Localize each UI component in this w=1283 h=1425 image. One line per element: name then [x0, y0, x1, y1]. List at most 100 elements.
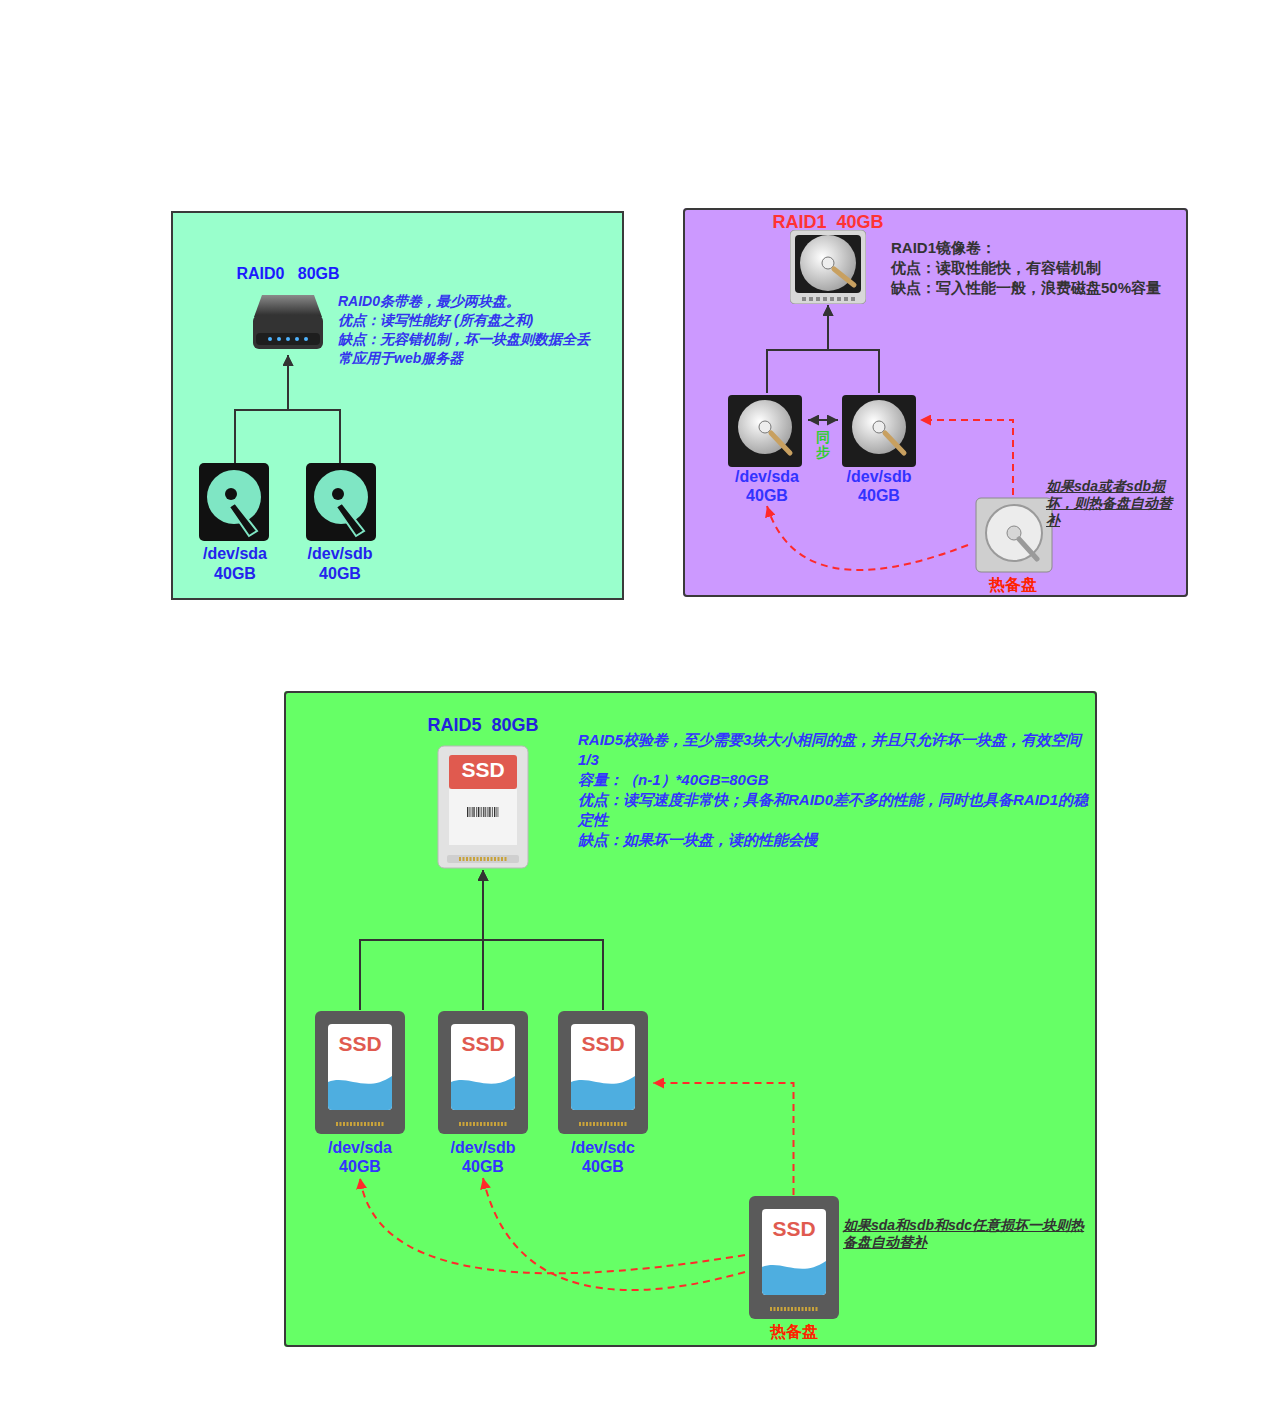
disk-icon [252, 293, 324, 353]
text-group: RAID1镜像卷： [891, 238, 1183, 258]
raid-volume: RAID1 40GB [764, 211, 892, 305]
hot-spare-arrow [483, 1178, 745, 1290]
panel-description: 优点：读写速度非常快；具备和RAID0差不多的性能，同时也具备RAID1的稳定性 [578, 790, 1093, 830]
connector-arrow [828, 305, 879, 393]
panel-description: 缺点：无容错机制，坏一块盘则数据全丢 [338, 330, 623, 349]
raid1-ground [683, 208, 1188, 597]
node-label: /dev/sda 40GB [726, 467, 808, 505]
disk-node: /dev/sdb 40GB [300, 463, 380, 585]
text-group: SSD [571, 1031, 635, 1057]
panel-description: 缺点：如果坏一块盘，读的性能会慢 [578, 830, 1093, 850]
hot-spare-arrow [920, 420, 1013, 495]
text-group: 优点：读取性能快，有容错机制 [891, 258, 1183, 278]
node-label: /dev/sdb 40GB [838, 467, 920, 505]
hot-spare-arrow [767, 506, 968, 570]
panel-description: RAID0条带卷，最少两块盘。 [338, 292, 623, 311]
disk-icon [314, 1010, 406, 1135]
disk-icon [748, 1195, 840, 1320]
disk-icon [842, 395, 916, 467]
disk-icon [557, 1010, 649, 1135]
text-group: RAID5 80GB [418, 714, 548, 736]
text-group: SSD [449, 757, 517, 783]
panel-description: 优点：读写性能好 (所有盘之和) [338, 311, 623, 330]
node-label: RAID1 40GB [764, 212, 892, 232]
disk-icon [790, 230, 866, 304]
callout-note: 如果sda和sdb和sdc任意损坏一块则热备盘自动替补 [843, 1217, 1095, 1251]
text-group: SSD [762, 1216, 826, 1242]
text-group: SSD [451, 1031, 515, 1057]
node-label: SSD [571, 1031, 635, 1057]
node-label: RAID5 80GB [418, 714, 548, 736]
disk-node: /dev/sda 40GB [726, 393, 808, 506]
hot-spare-node: SSD 热备盘 [745, 1195, 842, 1345]
text-group: /dev/sdb 40GB [433, 1138, 533, 1176]
raid0-ground [171, 211, 624, 600]
raid-volume: RAID0 80GB [232, 262, 344, 355]
raid-panel: RAID0条带卷，最少两块盘。优点：读写性能好 (所有盘之和)缺点：无容错机制，… [171, 211, 624, 600]
text-group: RAID1 40GB [764, 212, 892, 232]
disk-icon [437, 1010, 529, 1135]
disk-node: /dev/sdb 40GB [838, 393, 920, 506]
raid5-ground [284, 691, 1097, 1347]
hot-spare-node: 热备盘 [968, 495, 1058, 596]
text-group: SSD [328, 1031, 392, 1057]
node-label: /dev/sdb 40GB [300, 544, 380, 584]
ssd-node: SSD/dev/sdb 40GB [433, 1010, 533, 1178]
text-group: /dev/sda 40GB [310, 1138, 410, 1176]
node-label: 热备盘 [968, 575, 1058, 595]
text-group: RAID5校验卷，至少需要3块大小相同的盘，并且只允许坏一块盘，有效空间1/3容… [578, 730, 1093, 850]
node-label: RAID0 80GB [232, 264, 344, 284]
node-label: /dev/sdb 40GB [433, 1138, 533, 1176]
raid-panel: RAID1镜像卷：优点：读取性能快，有容错机制缺点：写入性能一般，浪费磁盘50%… [683, 208, 1188, 597]
connector-arrow [483, 870, 603, 1010]
panel-description: 容量：（n-1）*40GB=80GB [578, 770, 1093, 790]
disk-icon [728, 395, 802, 467]
text-group: 缺点：写入性能一般，浪费磁盘50%容量 [891, 278, 1183, 298]
text-group: RAID0条带卷，最少两块盘。 [338, 292, 623, 311]
panel-description: 优点：读取性能快，有容错机制 [891, 258, 1183, 278]
node-label: /dev/sda 40GB [195, 544, 275, 584]
node-label: SSD [762, 1216, 826, 1242]
raid-panel: RAID5校验卷，至少需要3块大小相同的盘，并且只允许坏一块盘，有效空间1/3容… [284, 691, 1097, 1347]
panel-description: 缺点：写入性能一般，浪费磁盘50%容量 [891, 278, 1183, 298]
text-group: /dev/sdb 40GB [838, 467, 920, 505]
raid-volume: RAID5 80GB SSD [418, 713, 548, 870]
disk-icon [306, 463, 376, 541]
disk-icon [975, 497, 1053, 573]
text-group: 热备盘 [968, 575, 1058, 595]
text-group: 常应用于web服务器 [338, 349, 623, 368]
connector-arrow [360, 870, 483, 1010]
node-label: SSD [328, 1031, 392, 1057]
hot-spare-arrow [360, 1178, 745, 1273]
node-label: SSD [449, 757, 517, 783]
connector-arrow [235, 355, 288, 463]
node-label: /dev/sdc 40GB [553, 1138, 653, 1176]
panel-description: 常应用于web服务器 [338, 349, 623, 368]
text-group: 热备盘 [745, 1322, 842, 1342]
text-group: /dev/sdc 40GB [553, 1138, 653, 1176]
hot-spare-arrow [653, 1083, 794, 1195]
text-group: /dev/sda 40GB [726, 467, 808, 505]
text-group: 优点：读写性能好 (所有盘之和) [338, 311, 623, 330]
disk-icon [199, 463, 269, 541]
ssd-node: SSD/dev/sda 40GB [310, 1010, 410, 1178]
ssd-node: SSD/dev/sdc 40GB [553, 1010, 653, 1178]
connector-arrow [808, 419, 838, 421]
edge-label: 同步 [816, 430, 830, 461]
text-group: /dev/sda 40GB [195, 544, 275, 584]
text-group: RAID0 80GB [232, 264, 344, 284]
text-group: /dev/sdb 40GB [300, 544, 380, 584]
connector-arrow [288, 355, 340, 463]
node-label: /dev/sda 40GB [310, 1138, 410, 1176]
connector-arrow [767, 305, 828, 393]
panel-description: RAID5校验卷，至少需要3块大小相同的盘，并且只允许坏一块盘，有效空间1/3 [578, 730, 1093, 770]
text-group: 缺点：无容错机制，坏一块盘则数据全丢 [338, 330, 623, 349]
panel-description: RAID1镜像卷： [891, 238, 1183, 258]
callout-note: 如果sda或者sdb损坏，则热备盘自动替补 [1046, 478, 1184, 529]
node-label: SSD [451, 1031, 515, 1057]
node-label: 热备盘 [745, 1322, 842, 1342]
disk-node: /dev/sda 40GB [195, 463, 275, 585]
